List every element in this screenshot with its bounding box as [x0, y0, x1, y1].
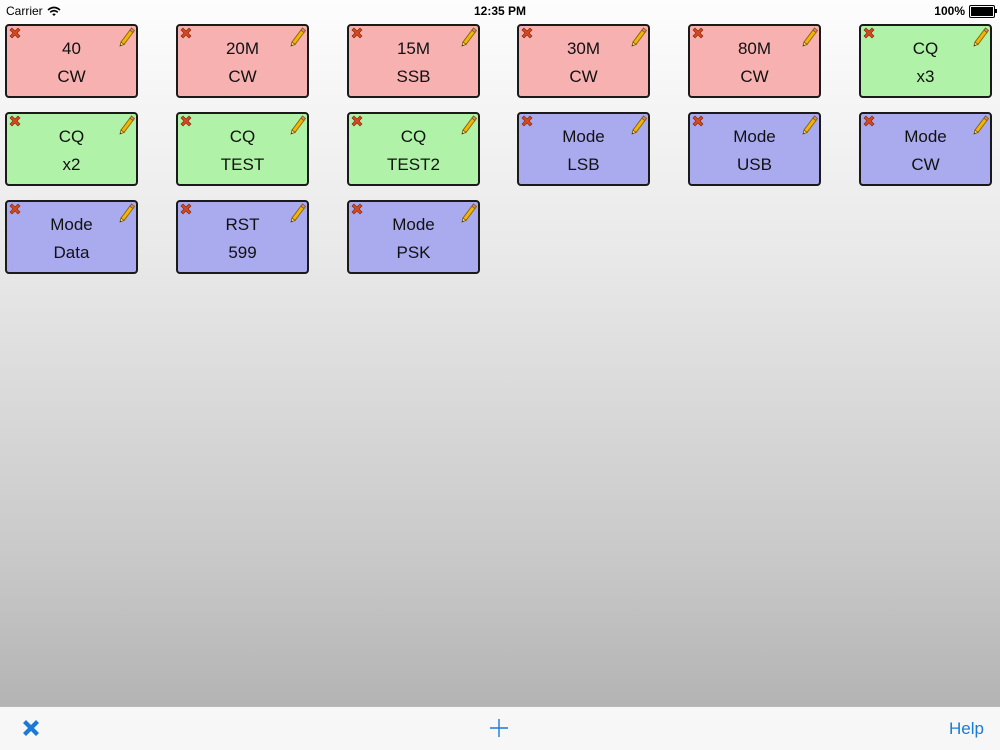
- tile-2[interactable]: 20M CW: [176, 24, 309, 98]
- tile-10[interactable]: Mode LSB: [517, 112, 650, 186]
- tile-label-bottom: Data: [53, 243, 90, 262]
- delete-x-icon[interactable]: [351, 203, 363, 215]
- tile-6[interactable]: CQ x3: [859, 24, 992, 98]
- tile-label-bottom: CW: [228, 67, 257, 86]
- delete-x-icon[interactable]: [521, 115, 533, 127]
- delete-x-icon[interactable]: [9, 115, 21, 127]
- tile-label-top: CQ: [229, 127, 256, 146]
- pencil-edit-icon[interactable]: [117, 203, 135, 223]
- tile-8[interactable]: CQ TEST: [176, 112, 309, 186]
- carrier-indicator: Carrier: [6, 4, 61, 18]
- tile-label-top: 15M: [396, 39, 431, 58]
- tile-label-top: CQ: [58, 127, 85, 146]
- tile-label-top: CQ: [400, 127, 427, 146]
- battery-percent: 100%: [934, 4, 965, 18]
- wifi-icon: [47, 6, 61, 16]
- tile-label-bottom: CW: [740, 67, 769, 86]
- tile-4[interactable]: 30M CW: [517, 24, 650, 98]
- pencil-edit-icon[interactable]: [800, 115, 818, 135]
- tile-label-bottom: USB: [737, 155, 772, 174]
- pencil-edit-icon[interactable]: [459, 203, 477, 223]
- close-x-icon[interactable]: [20, 717, 42, 739]
- delete-x-icon[interactable]: [521, 27, 533, 39]
- tile-label-bottom: CW: [57, 67, 86, 86]
- tile-label-top: Mode: [392, 215, 435, 234]
- tile-label-top: CQ: [912, 39, 939, 58]
- tile-13[interactable]: Mode Data: [5, 200, 138, 274]
- delete-x-icon[interactable]: [351, 115, 363, 127]
- delete-x-icon[interactable]: [692, 115, 704, 127]
- plus-icon[interactable]: [489, 718, 509, 738]
- delete-x-icon[interactable]: [9, 203, 21, 215]
- tile-label-bottom: TEST2: [387, 155, 440, 174]
- battery-icon: [969, 4, 997, 18]
- pencil-edit-icon[interactable]: [117, 27, 135, 47]
- delete-x-icon[interactable]: [9, 27, 21, 39]
- tile-label-bottom: 599: [228, 243, 257, 262]
- delete-x-icon[interactable]: [351, 27, 363, 39]
- status-bar: Carrier 12:35 PM 100%: [0, 0, 1000, 22]
- pencil-edit-icon[interactable]: [629, 27, 647, 47]
- tile-7[interactable]: CQ x2: [5, 112, 138, 186]
- tile-label-top: 30M: [566, 39, 601, 58]
- tile-label-bottom: PSK: [396, 243, 431, 262]
- delete-x-icon[interactable]: [180, 27, 192, 39]
- tile-label-bottom: x2: [62, 155, 81, 174]
- tile-label-bottom: CW: [569, 67, 598, 86]
- tile-label-top: Mode: [904, 127, 947, 146]
- pencil-edit-icon[interactable]: [288, 27, 306, 47]
- pencil-edit-icon[interactable]: [629, 115, 647, 135]
- tile-label-bottom: TEST: [220, 155, 265, 174]
- pencil-edit-icon[interactable]: [117, 115, 135, 135]
- tile-label-top: Mode: [733, 127, 776, 146]
- status-time: 12:35 PM: [473, 4, 527, 18]
- pencil-edit-icon[interactable]: [288, 203, 306, 223]
- tile-3[interactable]: 15M SSB: [347, 24, 480, 98]
- tile-label-bottom: x3: [916, 67, 935, 86]
- delete-x-icon[interactable]: [180, 203, 192, 215]
- tile-11[interactable]: Mode USB: [688, 112, 821, 186]
- tile-label-bottom: CW: [911, 155, 940, 174]
- delete-x-icon[interactable]: [180, 115, 192, 127]
- pencil-edit-icon[interactable]: [459, 27, 477, 47]
- pencil-edit-icon[interactable]: [971, 27, 989, 47]
- pencil-edit-icon[interactable]: [459, 115, 477, 135]
- delete-x-icon[interactable]: [692, 27, 704, 39]
- delete-x-icon[interactable]: [863, 115, 875, 127]
- tile-label-top: 80M: [737, 39, 772, 58]
- tile-label-bottom: SSB: [396, 67, 431, 86]
- tile-label-top: Mode: [562, 127, 605, 146]
- tile-label-top: Mode: [50, 215, 93, 234]
- tile-12[interactable]: Mode CW: [859, 112, 992, 186]
- tile-9[interactable]: CQ TEST2: [347, 112, 480, 186]
- tile-label-top: RST: [225, 215, 260, 234]
- tile-label-top: 20M: [225, 39, 260, 58]
- tile-label-top: 40: [62, 39, 81, 58]
- pencil-edit-icon[interactable]: [800, 27, 818, 47]
- help-button[interactable]: Help: [949, 719, 984, 738]
- bottom-toolbar: Help: [0, 706, 1000, 750]
- pencil-edit-icon[interactable]: [971, 115, 989, 135]
- tile-14[interactable]: RST 599: [176, 200, 309, 274]
- tile-1[interactable]: 40 CW: [5, 24, 138, 98]
- tile-5[interactable]: 80M CW: [688, 24, 821, 98]
- delete-x-icon[interactable]: [863, 27, 875, 39]
- tile-label-bottom: LSB: [567, 155, 600, 174]
- battery-indicator: 100%: [934, 4, 997, 18]
- pencil-edit-icon[interactable]: [288, 115, 306, 135]
- tile-15[interactable]: Mode PSK: [347, 200, 480, 274]
- carrier-label: Carrier: [6, 4, 43, 18]
